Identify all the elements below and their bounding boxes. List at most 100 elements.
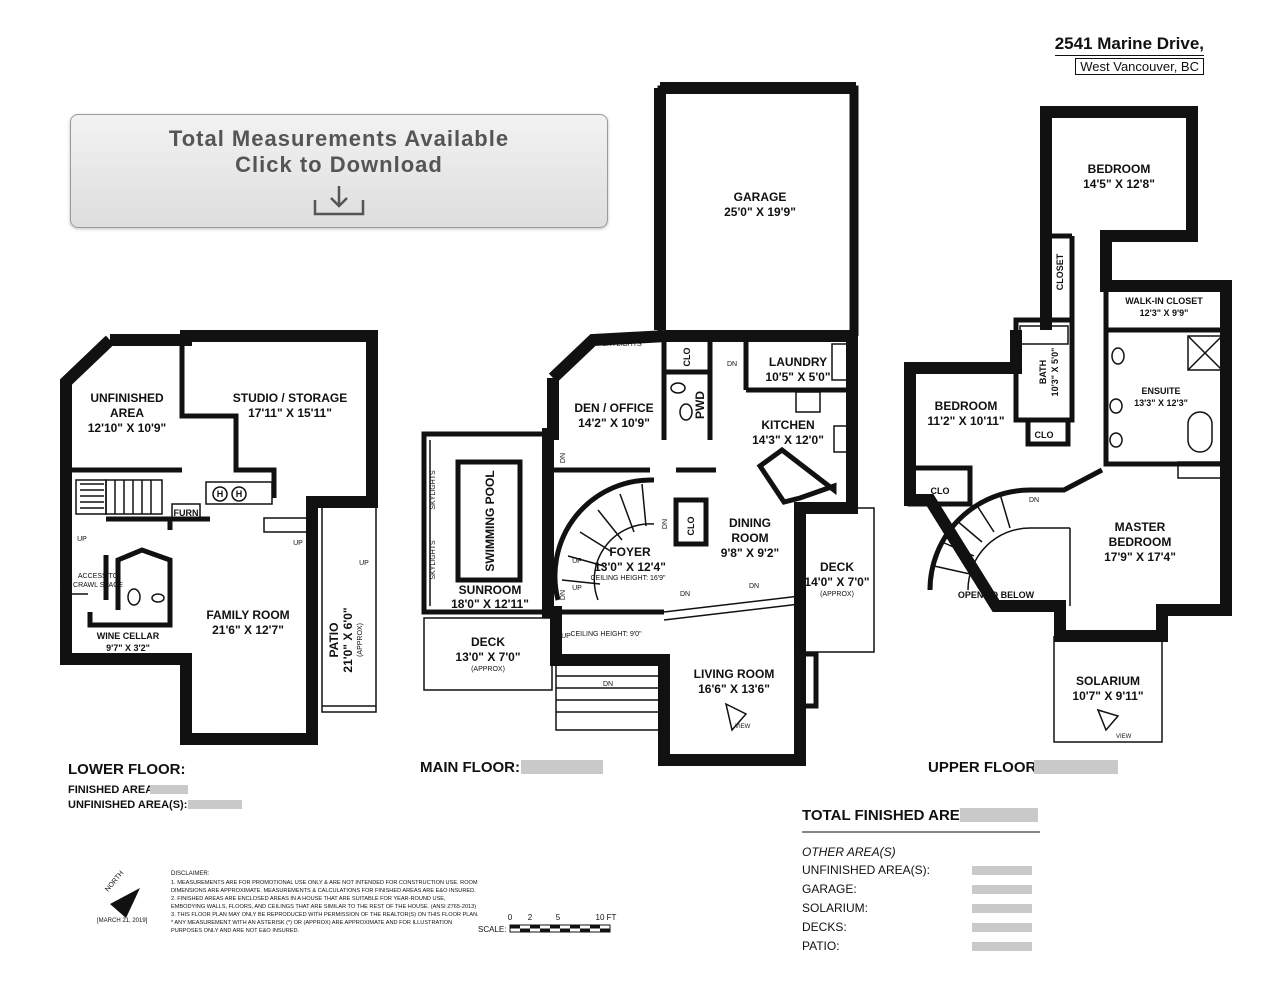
solarium-outline bbox=[1053, 636, 1163, 743]
deck-right-name: DECK bbox=[820, 560, 854, 574]
patio-outline bbox=[321, 501, 377, 713]
sink-icon bbox=[1109, 432, 1123, 448]
upper-outer-wall bbox=[904, 106, 1232, 642]
summary-item: GARAGE: bbox=[802, 882, 857, 896]
foyer-dim: 13'0" X 12'4" bbox=[594, 560, 666, 574]
lower-stairs bbox=[75, 479, 163, 515]
summary-item: PATIO: bbox=[802, 939, 840, 953]
step-edge bbox=[663, 603, 801, 621]
main-floor-label: MAIN FLOOR: bbox=[420, 759, 520, 776]
total-finished-label: TOTAL FINISHED AREA: bbox=[802, 807, 976, 824]
foyer-ceiling: CEILING HEIGHT: 16'9" bbox=[590, 575, 666, 582]
living-name: LIVING ROOM bbox=[694, 667, 775, 681]
disclaimer-title: DISCLAIMER: bbox=[171, 871, 210, 877]
clo-label: CLO bbox=[686, 517, 696, 536]
disclaimer-line: 1. MEASUREMENTS ARE FOR PROMOTIONAL USE … bbox=[171, 880, 478, 886]
download-line-1: Total Measurements Available bbox=[168, 126, 510, 151]
bedroom2-dim: 11'2" X 10'11" bbox=[927, 414, 1004, 428]
disclaimer-line: EMBODYING WALLS, FLOORS, AND CEILINGS TH… bbox=[171, 904, 476, 910]
family-room-dim: 21'6" X 12'7" bbox=[212, 623, 284, 637]
upper-clo-label: CLO bbox=[931, 486, 950, 496]
scale-tick: 10 FT bbox=[596, 913, 617, 922]
water-heater-icon bbox=[212, 486, 228, 502]
skylights-label: SKYLIGHTS bbox=[430, 540, 437, 580]
swimming-pool bbox=[455, 459, 523, 583]
other-areas-label: OTHER AREA(S) bbox=[802, 845, 896, 859]
lower-unfinished-name2: AREA bbox=[110, 406, 144, 420]
disclaimer-line: 2. FINISHED AREAS ARE ENCLOSED AREAS IN … bbox=[171, 896, 446, 902]
main-dn-label: DN bbox=[560, 453, 567, 463]
blurred-value bbox=[1034, 760, 1118, 774]
summary-item: DECKS: bbox=[802, 920, 847, 934]
disclaimer-line: 3. THIS FLOOR PLAN MAY ONLY BE REPRODUCE… bbox=[171, 912, 479, 918]
upper-clo-box bbox=[907, 465, 973, 507]
download-line-2: Click to Download bbox=[235, 152, 443, 177]
bathtub-icon bbox=[1019, 325, 1069, 345]
heater-label: H bbox=[236, 489, 243, 499]
main-dn-label: DN bbox=[662, 519, 669, 529]
main-outer-wall bbox=[542, 330, 858, 766]
summary-item: UNFINISHED AREA(S): bbox=[802, 863, 930, 877]
north-arrow-icon bbox=[110, 888, 140, 918]
family-room-name: FAMILY ROOM bbox=[206, 608, 289, 622]
den-name: DEN / OFFICE bbox=[574, 401, 653, 415]
den-dim: 14'2" X 10'9" bbox=[578, 416, 650, 430]
furnace-box bbox=[171, 503, 201, 521]
patio-label: PATIO 21'0" X 6'0" (APPROX) bbox=[327, 607, 364, 672]
solarium-name: SOLARIUM bbox=[1076, 674, 1140, 688]
pwd-label: PWD bbox=[693, 391, 707, 419]
upper-curved-stair bbox=[927, 487, 1031, 591]
blurred-value bbox=[972, 904, 1032, 913]
toilet-icon bbox=[127, 588, 141, 606]
bedroom1-name: BEDROOM bbox=[1088, 162, 1151, 176]
lower-wall bbox=[179, 340, 277, 498]
lower-studio-name: STUDIO / STORAGE bbox=[233, 391, 347, 405]
dining-dim: 9'8" X 9'2" bbox=[721, 546, 779, 560]
legend: NORTH [MARCH 21, 2019] DISCLAIMER: 1. ME… bbox=[97, 870, 617, 934]
lower-unfinished-dim: 12'10" X 10'9" bbox=[88, 421, 166, 435]
bath-room bbox=[1013, 317, 1075, 423]
front-stairs bbox=[555, 663, 661, 731]
access-label-2: CRAWL SPACE bbox=[73, 582, 123, 589]
address-city: West Vancouver, BC bbox=[1075, 58, 1204, 75]
pool-name: SWIMMING POOL bbox=[483, 470, 497, 571]
fireplace-upper bbox=[1177, 461, 1225, 479]
bath-dim: 10'3" X 5'0" bbox=[1050, 348, 1060, 397]
sink-icon bbox=[151, 593, 165, 603]
water-heater-box bbox=[205, 481, 273, 505]
main-floor-plan: GARAGE 25'0" X 19'9" DEN / OFFICE 14'2" … bbox=[421, 82, 875, 766]
summary-item: SOLARIUM: bbox=[802, 901, 868, 915]
download-measurements-button[interactable]: Total Measurements Available Click to Do… bbox=[70, 114, 608, 228]
wine-cellar-dim: 9'7" X 3'2" bbox=[106, 643, 150, 653]
main-dn-label: DN bbox=[560, 590, 567, 600]
view-label: VIEW bbox=[735, 724, 751, 730]
upper-floor-plan: BEDROOM 14'5" X 12'8" CLOSET WALK-IN CLO… bbox=[904, 106, 1232, 743]
sunroom-wall bbox=[421, 431, 556, 615]
blurred-value bbox=[150, 785, 188, 794]
kitchen-name: KITCHEN bbox=[761, 418, 814, 432]
master-dim: 17'9" X 17'4" bbox=[1104, 550, 1176, 564]
water-heater-icon bbox=[231, 486, 247, 502]
scale-tick: 0 bbox=[508, 913, 513, 922]
address-block: 2541 Marine Drive, West Vancouver, BC bbox=[1054, 34, 1204, 76]
lower-floor-plan: UNFINISHED AREA 12'10" X 10'9" STUDIO / … bbox=[60, 330, 378, 745]
curved-stair bbox=[552, 477, 655, 601]
blurred-value bbox=[188, 800, 242, 809]
sink-icon bbox=[670, 382, 686, 394]
laundry-name: LAUNDRY bbox=[769, 355, 827, 369]
deck-left bbox=[423, 617, 553, 691]
lower-outer-wall bbox=[60, 330, 378, 745]
main-up-label: UP bbox=[572, 585, 582, 592]
lower-up-label: UP bbox=[293, 540, 303, 547]
lower-up-label: UP bbox=[77, 536, 87, 543]
fireplace bbox=[797, 651, 819, 709]
disclaimer-line: DIMENSIONS ARE APPROXIMATE. MEASUREMENTS… bbox=[171, 888, 476, 894]
shower-icon bbox=[1187, 335, 1223, 371]
clo-label: CLO bbox=[682, 348, 692, 367]
deck-right-note: (APPROX) bbox=[820, 591, 854, 598]
kitchen-dim: 14'3" X 12'0" bbox=[752, 433, 824, 447]
bath-name: BATH bbox=[1038, 360, 1048, 384]
shower-icon bbox=[1187, 335, 1223, 371]
disclaimer-line: * ANY MEASUREMENT WITH AN ASTERISK (*) O… bbox=[171, 920, 452, 926]
